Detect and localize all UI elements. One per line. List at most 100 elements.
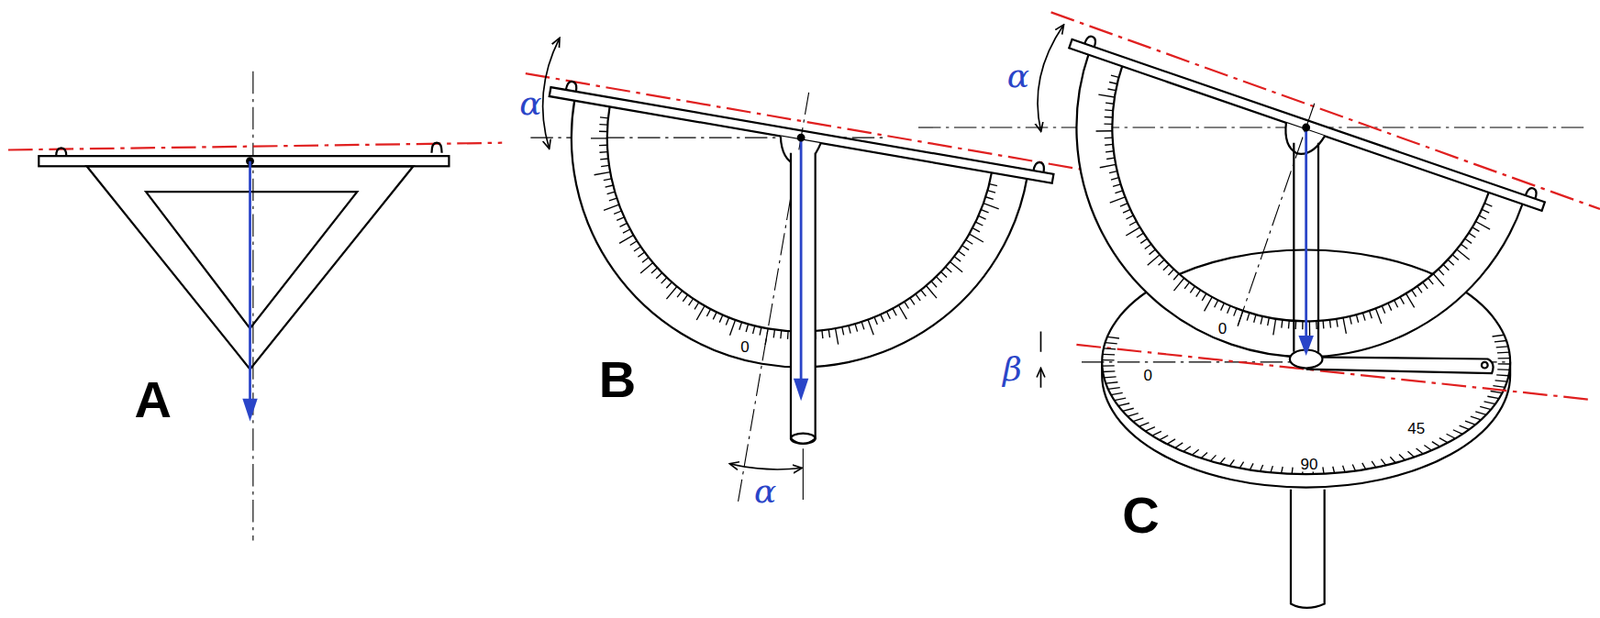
scale-tick: [1149, 247, 1156, 256]
scale-tick: [1327, 320, 1334, 329]
scale-tick: [637, 251, 645, 258]
scale-tick: [603, 201, 620, 212]
scale-tick: [1129, 220, 1137, 228]
scale-tick: [1300, 321, 1305, 330]
scale-tick: [1159, 435, 1169, 441]
scale-tick: [1281, 466, 1284, 474]
scale-tick: [1484, 401, 1496, 405]
scale-tick: [948, 261, 965, 272]
scale-tick: [1122, 408, 1134, 412]
scale-tick: [972, 228, 981, 233]
angle-arrows: [1040, 331, 1043, 388]
scale-tick: [1140, 237, 1147, 246]
center-line: [252, 71, 254, 542]
triangle-inner: [145, 191, 357, 329]
scale-tick: [860, 322, 866, 330]
scale-tick: [1105, 100, 1114, 106]
scale-tick: [1347, 316, 1355, 325]
scale-tick: [1333, 466, 1335, 474]
scale-tick: [935, 277, 944, 283]
scale-tick: [599, 150, 608, 155]
sight-pegs: [1084, 34, 1538, 200]
scale-tick: [1109, 81, 1118, 86]
scale-tick: [739, 322, 743, 331]
angle-label: α: [1007, 59, 1030, 93]
scale-tick: [1229, 459, 1234, 467]
scale-tick: [1498, 363, 1511, 365]
scale-tick: [1201, 293, 1207, 302]
tube-end: [790, 433, 816, 445]
scale-tick: [1464, 238, 1473, 244]
scale-tick: [1426, 277, 1435, 285]
scale-tick: [1096, 125, 1113, 136]
plumb-bob: [794, 379, 807, 399]
scale-tick: [1487, 396, 1500, 399]
scale-tick: [1475, 411, 1487, 415]
scale-tick: [1415, 286, 1424, 293]
plumb-line: [1304, 127, 1308, 343]
scale-tick: [1498, 357, 1511, 360]
angle-arc: [543, 38, 560, 148]
scale-tick: [642, 256, 649, 265]
scale-tick: [1167, 267, 1174, 277]
scale-tick: [1459, 425, 1470, 430]
scale-tick: [1481, 209, 1490, 213]
scale-tick: [1416, 448, 1424, 455]
scale-tick: [1446, 259, 1456, 266]
scale-tick: [1118, 403, 1130, 407]
azimuth-arm: [1306, 356, 1494, 374]
scale-tick: [1110, 192, 1126, 207]
scale-tick: [985, 197, 994, 200]
scale-tick: [609, 197, 617, 202]
scale-tick: [1446, 433, 1456, 439]
scale-tick: [677, 289, 682, 298]
scale-tick: [640, 261, 654, 276]
scale-tick: [878, 314, 885, 323]
scale-tick: [600, 157, 609, 162]
scale-tick: [1163, 263, 1169, 272]
scale-tick: [1103, 377, 1116, 378]
scale-tick: [896, 305, 910, 320]
scale-tick: [1101, 359, 1114, 361]
scale-tick: [765, 328, 768, 345]
scale-tick: [682, 294, 688, 303]
scale-tick: [1214, 300, 1219, 309]
scale-tick: [1467, 233, 1477, 238]
scale-tick: [1338, 317, 1351, 334]
pivot: [798, 134, 805, 142]
scale-tick: [1249, 463, 1254, 470]
scale-tick: [1260, 465, 1264, 472]
scale-tick: [1366, 311, 1374, 319]
scale-tick: [1490, 391, 1503, 394]
scale-tick: [1470, 416, 1481, 421]
scale-tick: [1465, 421, 1476, 425]
scale-tick: [920, 289, 928, 297]
plumb-bob: [1300, 336, 1312, 354]
scale-tick: [753, 325, 756, 334]
figure-letter: C: [1122, 489, 1159, 542]
scale-tick: [1133, 418, 1144, 423]
scale-tick: [1421, 282, 1430, 289]
scale-tick: [1114, 398, 1127, 401]
scale-tick: [1436, 269, 1445, 277]
scale-tick: [725, 317, 729, 326]
scale-tick: [1111, 74, 1120, 78]
scale-tick: [980, 210, 989, 213]
scale-tick: [1166, 439, 1176, 445]
scale-tick: [1423, 444, 1432, 451]
scale-tick: [865, 319, 876, 335]
scale-tick: [1389, 456, 1396, 464]
scale-tick: [1407, 451, 1414, 457]
scale-tick: [1108, 388, 1121, 390]
scale-tick: [590, 135, 608, 142]
scale-tick: [1106, 155, 1115, 163]
scale-tick: [1270, 466, 1273, 473]
scale-tick: [1144, 243, 1152, 252]
red-level-line: [1076, 344, 1592, 400]
scale-tick: [599, 123, 608, 126]
scale-tick: [1111, 175, 1120, 182]
scale-tick: [1471, 227, 1480, 233]
scale-tick: [651, 266, 658, 275]
scale-tick: [977, 215, 987, 220]
scale-tick: [1259, 316, 1264, 325]
